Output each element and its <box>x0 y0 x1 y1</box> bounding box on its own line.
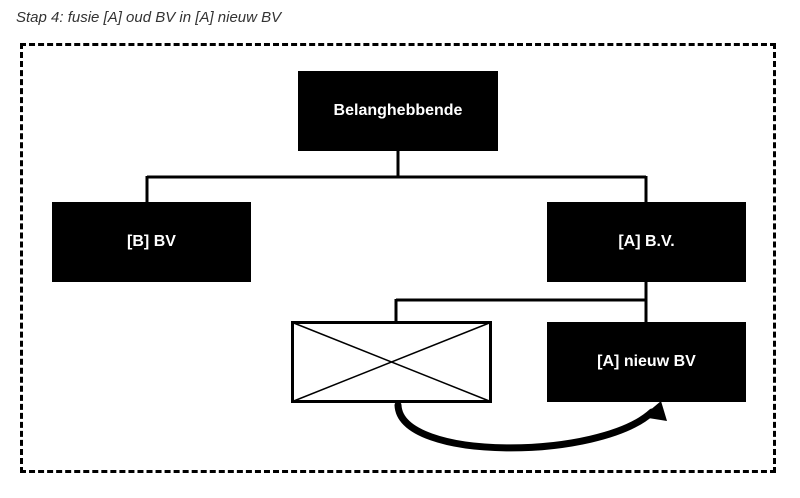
node-b-bv: [B] BV <box>52 202 251 282</box>
node-a-nieuw-bv: [A] nieuw BV <box>547 322 746 402</box>
merge-arrow-head <box>642 401 667 421</box>
node-label: [A] nieuw BV <box>597 353 696 370</box>
diagram-caption: Stap 4: fusie [A] oud BV in [A] nieuw BV <box>16 9 282 26</box>
node-label: [A] B.V. <box>618 233 675 250</box>
cross-line-2 <box>292 321 491 403</box>
merge-arrow-curve <box>394 401 656 452</box>
node-label: Belanghebbende <box>333 102 463 119</box>
node-label: [B] BV <box>127 233 176 250</box>
dashed-frame <box>20 43 776 473</box>
node-belanghebbende: Belanghebbende <box>298 71 498 151</box>
node-a-bv: [A] B.V. <box>547 202 746 282</box>
node-crossed-out-a-oud-bv <box>291 321 492 403</box>
